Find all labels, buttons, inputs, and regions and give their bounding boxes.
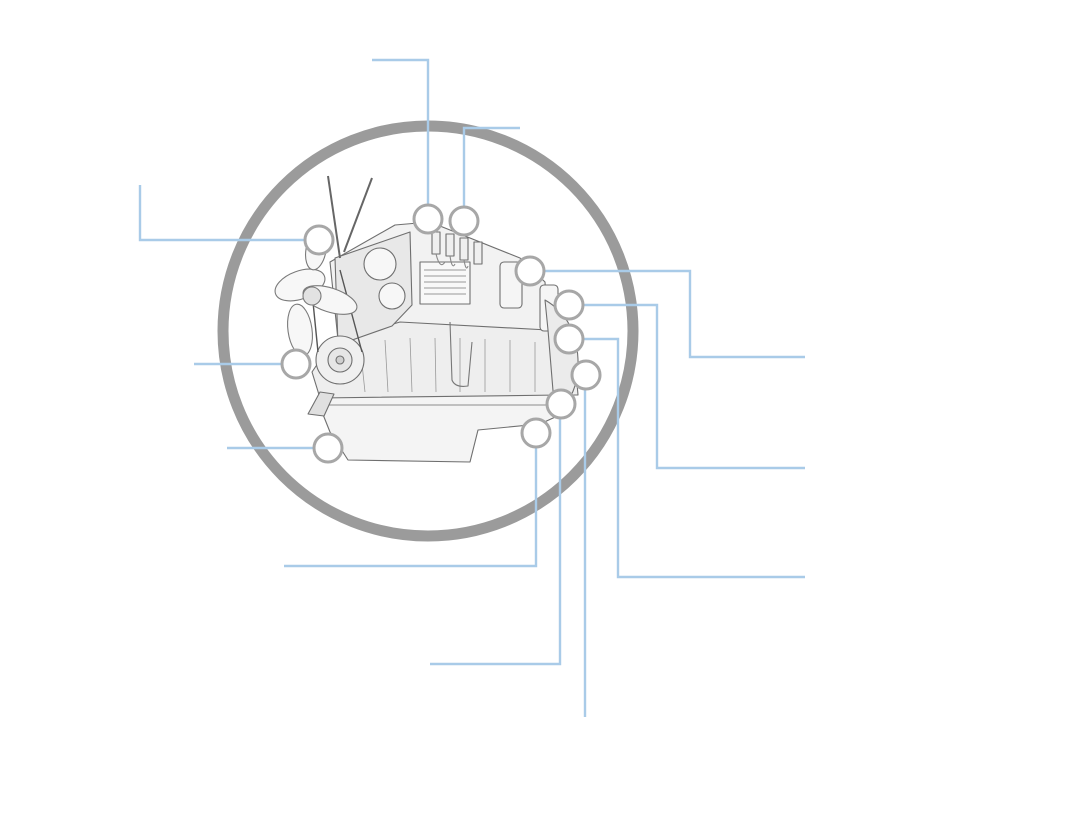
leader-line-9 [284,448,538,568]
callout-marker-9 [545,388,577,420]
leader-line-2 [462,126,520,207]
leader-line-4 [544,269,805,359]
pushrod-1 [327,175,341,259]
fuel-pipes [435,253,469,269]
timing-gear-lower [378,282,406,310]
leader-line-3 [138,185,304,242]
callout-marker-8 [570,359,602,391]
injection-pump [419,261,471,305]
leader-lines [138,58,805,717]
leader-line-10 [430,418,562,666]
callout-marker-10 [520,417,552,449]
callout-marker-5 [553,289,585,321]
callout-marker-7 [280,348,312,380]
callout-marker-2 [448,205,480,237]
dipstick-tube [449,321,473,387]
callout-marker-6 [553,323,585,355]
engine-icon [274,175,579,463]
leader-line-6 [584,337,805,579]
callout-marker-3 [303,224,335,256]
engine-mount [307,391,335,417]
crank-pulley-hub [335,355,345,365]
block-ribs [359,337,536,393]
callout-marker-4 [514,255,546,287]
leader-line-5 [584,303,805,470]
callout-markers [280,203,602,464]
leader-line-1 [372,58,430,205]
pushrod-2 [343,177,373,253]
pump-fins [424,269,466,295]
callout-marker-11 [312,432,344,464]
callout-marker-1 [412,203,444,235]
timing-gear-upper [363,247,397,281]
